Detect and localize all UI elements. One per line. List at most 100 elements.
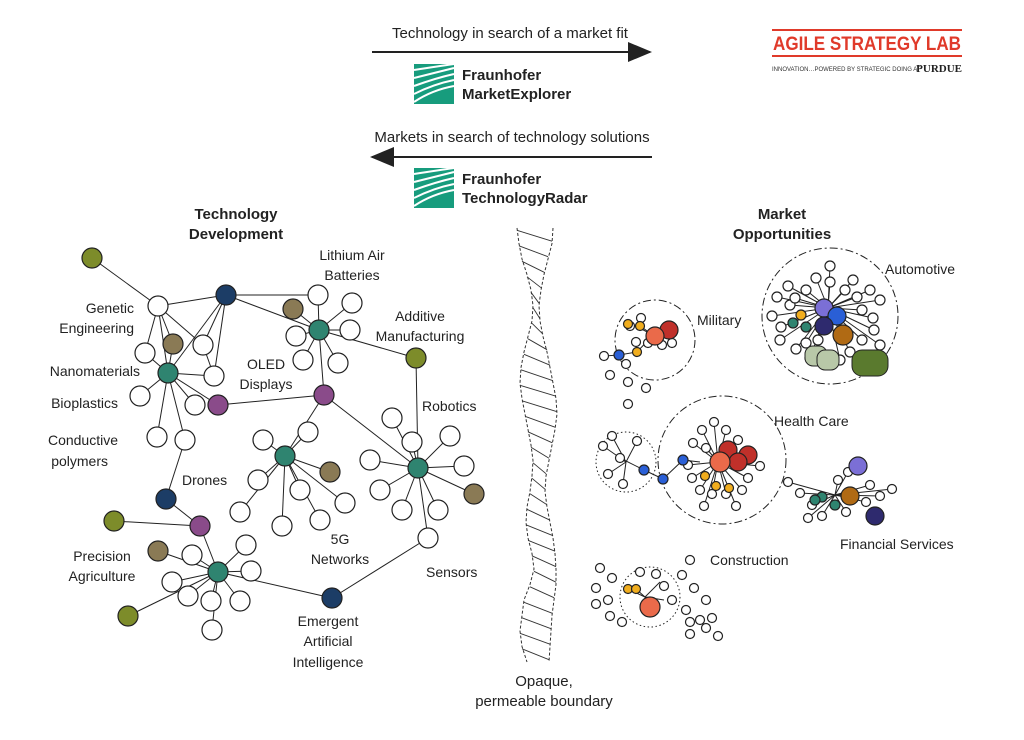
network-node-purple (313, 384, 335, 406)
market-node (782, 280, 794, 292)
market-node-amber (631, 346, 643, 358)
network-node (229, 501, 251, 523)
market-node (824, 276, 836, 288)
market-node (864, 479, 876, 491)
network-link (318, 329, 417, 359)
market-node-teal (787, 317, 799, 329)
market-link (787, 481, 836, 496)
market-node (851, 291, 863, 303)
network-node (307, 284, 329, 306)
market-node (874, 339, 886, 351)
bottom-arrow-text: Markets in search of technology solution… (374, 129, 649, 146)
boundary-strand (527, 539, 556, 552)
network-node (161, 571, 183, 593)
network-node (427, 499, 449, 521)
market-node (706, 612, 718, 624)
network-node (271, 515, 293, 537)
market-node (597, 440, 609, 452)
market-node (868, 324, 880, 336)
network-node (327, 352, 349, 374)
market-node (874, 294, 886, 306)
logo-sub-text: INNOVATION…POWERED BY STRATEGIC DOING AT (772, 67, 921, 73)
network-node (359, 449, 381, 471)
top-arrow-text: Technology in search of a market fit (392, 25, 629, 42)
opaque-permeable-boundary (516, 227, 558, 663)
market-node (840, 506, 852, 518)
market-node-amber (634, 320, 646, 332)
boundary-strand (521, 617, 552, 630)
boundary-strand (527, 431, 553, 444)
network-node (309, 509, 331, 531)
label-nanomaterials: Nanomaterials (50, 363, 140, 379)
market-node (708, 416, 720, 428)
network-node (200, 590, 222, 612)
network-link (156, 372, 169, 438)
boundary-strand (524, 415, 556, 428)
market-node (766, 310, 778, 322)
network-node-brown (162, 333, 184, 355)
market-node (700, 594, 712, 606)
market-link (807, 494, 836, 519)
market-node-indigo (814, 316, 834, 336)
market-node (782, 476, 794, 488)
network-link (225, 294, 320, 331)
health-care-sub-outline (595, 431, 657, 493)
market-node (800, 337, 812, 349)
boundary-strand (519, 632, 551, 645)
network-link (113, 520, 201, 527)
network-node (369, 479, 391, 501)
network-node (289, 479, 311, 501)
network-node (229, 590, 251, 612)
network-node (334, 492, 356, 514)
market-node-teal (800, 321, 812, 333)
market-node-darkgreen (851, 349, 889, 377)
market-node (617, 478, 629, 490)
boundary-strand (523, 601, 553, 614)
network-node (381, 407, 403, 429)
automotive-cluster-outline (761, 247, 899, 385)
network-node (341, 292, 363, 314)
market-node-teal (809, 494, 821, 506)
network-node (146, 426, 168, 448)
market-node-amber (622, 318, 634, 330)
network-node-teal (308, 319, 330, 341)
market-node-indigo (865, 506, 885, 526)
market-node (864, 284, 876, 296)
market-node (614, 452, 626, 464)
market-node (606, 430, 618, 442)
market-node-amber (699, 470, 711, 482)
boundary-strand (532, 307, 541, 319)
network-node (247, 469, 269, 491)
network-node (177, 585, 199, 607)
market-node (594, 562, 606, 574)
market-node (604, 369, 616, 381)
network-node-teal (207, 561, 229, 583)
market-node (616, 616, 628, 628)
market-node-lavender (848, 456, 868, 476)
network-node (453, 455, 475, 477)
market-node (630, 336, 642, 348)
market-node (839, 284, 851, 296)
network-node (285, 325, 307, 347)
network-node (181, 544, 203, 566)
network-node (439, 425, 461, 447)
market-node (684, 628, 696, 640)
network-node-olive (405, 347, 427, 369)
health-care-cluster-outline (657, 395, 787, 525)
label-automotive: Automotive (885, 261, 955, 277)
network-node-brown (282, 298, 304, 320)
network-node (192, 334, 214, 356)
market-node (676, 569, 688, 581)
boundary-strand (530, 446, 550, 459)
market-node-orange (645, 326, 665, 346)
label-military: Military (697, 312, 741, 328)
boundary-strand (523, 353, 551, 366)
boundary-left-edge (516, 227, 535, 663)
network-node (401, 431, 423, 453)
market-node (812, 334, 824, 346)
label-financial-services: Financial Services (840, 536, 954, 552)
network-node-navy (155, 488, 177, 510)
network-link (318, 329, 325, 396)
